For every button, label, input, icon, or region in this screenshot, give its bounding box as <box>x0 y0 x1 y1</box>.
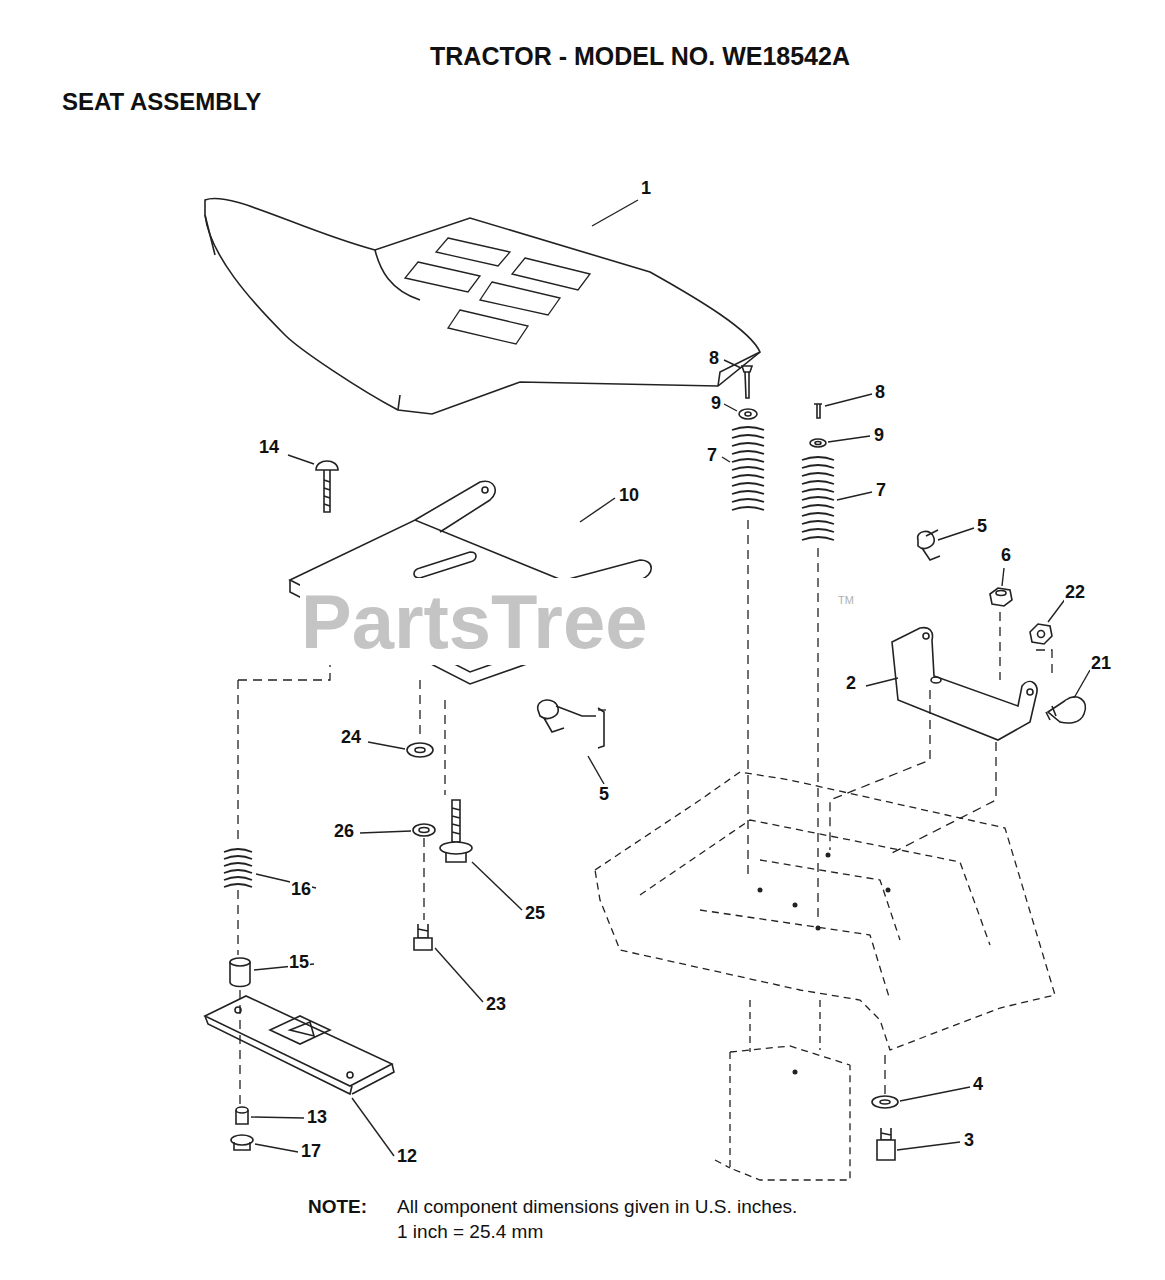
note-text: All component dimensions given in U.S. i… <box>397 1196 797 1218</box>
callout-number: 25 <box>524 903 546 924</box>
callout-number: 7 <box>706 445 718 466</box>
callout-number: 8 <box>874 382 886 403</box>
callout-number: 4 <box>972 1074 984 1095</box>
callout-number: 23 <box>485 994 507 1015</box>
callout-number: 24 <box>340 727 362 748</box>
note-heading: NOTE: <box>308 1196 367 1218</box>
callout-number: 3 <box>963 1130 975 1151</box>
watermark-mark: TM <box>838 594 854 607</box>
callout-number: 12 <box>396 1146 418 1167</box>
callout-number: 21 <box>1090 653 1112 674</box>
section-heading: SEAT ASSEMBLY <box>62 88 261 116</box>
callout-number: 16 <box>290 879 312 900</box>
callout-number: 10 <box>618 485 640 506</box>
callout-number: 17 <box>300 1141 322 1162</box>
note-text: 1 inch = 25.4 mm <box>397 1221 543 1243</box>
callout-number: 5 <box>598 784 610 805</box>
callout-number: 14 <box>258 437 280 458</box>
callout-number: 1 <box>640 178 652 199</box>
watermark: PartsTree <box>300 578 648 665</box>
callout-number: 9 <box>710 393 722 414</box>
callout-number: 5 <box>976 516 988 537</box>
callout-number: 9 <box>873 425 885 446</box>
callout-number: 26 <box>333 821 355 842</box>
callout-number: 2 <box>845 673 857 694</box>
callout-number: 22 <box>1064 582 1086 603</box>
page-title: TRACTOR - MODEL NO. WE18542A <box>430 42 850 71</box>
callout-number: 15 <box>288 952 310 973</box>
callout-number: 8 <box>708 348 720 369</box>
callout-number: 6 <box>1000 545 1012 566</box>
callout-number: 13 <box>306 1107 328 1128</box>
callout-number: 7 <box>875 480 887 501</box>
